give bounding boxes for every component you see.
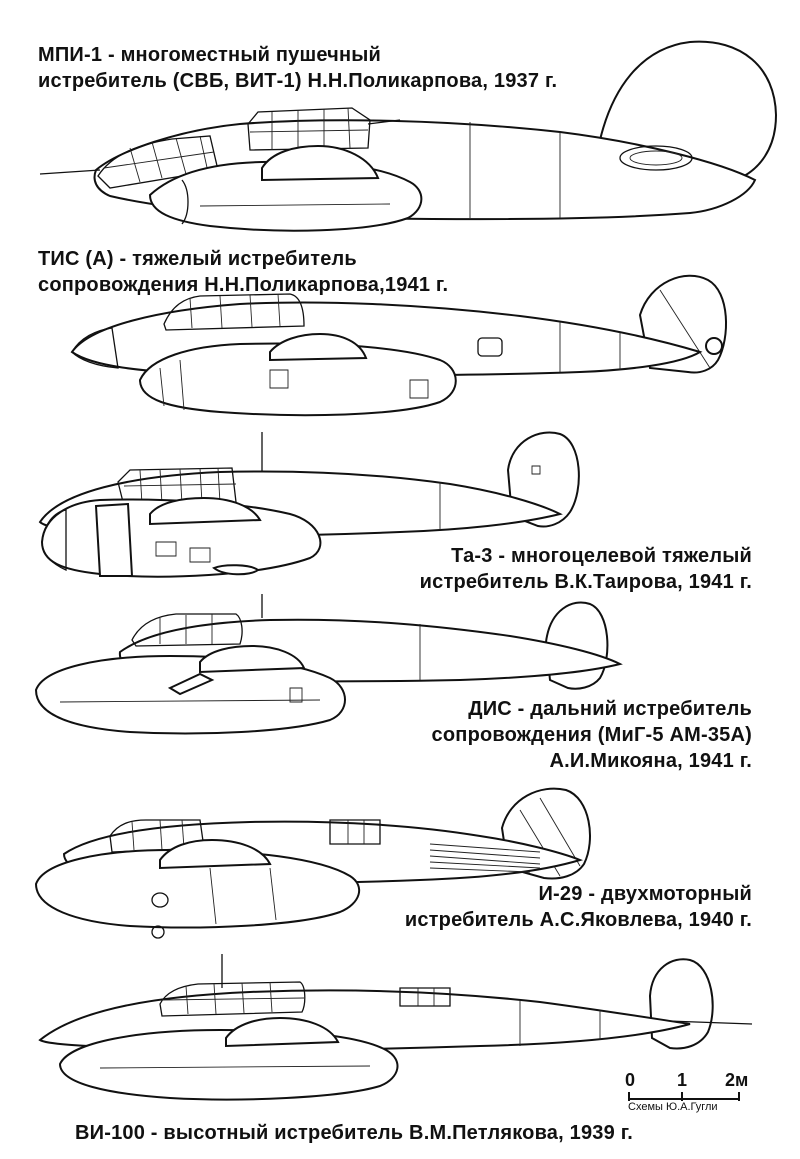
caption-ta3-line2: истребитель В.К.Таирова, 1941 г. bbox=[419, 571, 752, 593]
scale-tick-1: 1 bbox=[677, 1070, 688, 1090]
scale-tick-0: 0 bbox=[625, 1070, 636, 1090]
caption-dis: ДИС - дальний истребитель сопровождения … bbox=[432, 696, 752, 774]
caption-dis-line1: ДИС - дальний истребитель bbox=[468, 698, 752, 720]
scale-tick-2: 2м bbox=[725, 1070, 749, 1090]
dis-drawing bbox=[0, 592, 800, 752]
caption-tis-line1: ТИС (А) - тяжелый истребитель bbox=[38, 248, 357, 270]
caption-mpi1-line1: МПИ-1 - многоместный пушечный bbox=[38, 44, 382, 66]
caption-i29-line2: истребитель А.С.Яковлева, 1940 г. bbox=[404, 909, 752, 931]
caption-vi100-line1: ВИ-100 - высотный истребитель В.М.Петляк… bbox=[75, 1122, 633, 1144]
caption-i29-line1: И-29 - двухмоторный bbox=[538, 883, 752, 905]
mpi1-drawing bbox=[0, 20, 800, 250]
caption-tis: ТИС (А) - тяжелый истребитель сопровожде… bbox=[38, 246, 448, 298]
caption-mpi1: МПИ-1 - многоместный пушечный истребител… bbox=[38, 42, 557, 94]
tis-drawing bbox=[0, 260, 800, 435]
caption-vi100: ВИ-100 - высотный истребитель В.М.Петляк… bbox=[75, 1120, 633, 1146]
scale-bar: 0 1 2м bbox=[615, 1068, 775, 1126]
scale-credit: Схемы Ю.А.Гугли bbox=[628, 1101, 718, 1113]
scale-ruler bbox=[615, 1090, 775, 1104]
caption-tis-line2: сопровождения Н.Н.Поликарпова,1941 г. bbox=[38, 274, 449, 296]
caption-dis-line3: А.И.Микояна, 1941 г. bbox=[549, 750, 752, 772]
ta3-drawing bbox=[0, 430, 800, 590]
vi100-drawing bbox=[0, 952, 800, 1102]
caption-ta3: Та-3 - многоцелевой тяжелый истребитель … bbox=[420, 543, 752, 595]
caption-mpi1-line2: истребитель (СВБ, ВИТ-1) Н.Н.Поликарпова… bbox=[38, 70, 558, 92]
caption-dis-line2: сопровождения (МиГ-5 АМ-35А) bbox=[431, 724, 752, 746]
i29-drawing bbox=[0, 780, 800, 945]
caption-ta3-line1: Та-3 - многоцелевой тяжелый bbox=[451, 545, 752, 567]
caption-i29: И-29 - двухмоторный истребитель А.С.Яков… bbox=[405, 881, 752, 933]
